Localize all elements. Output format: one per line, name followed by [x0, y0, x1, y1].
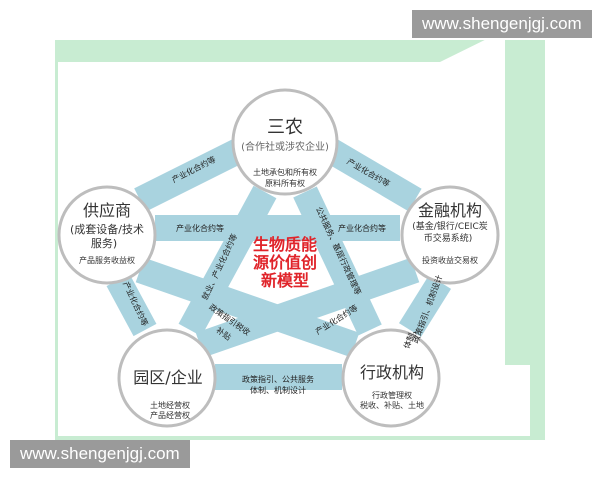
sannong-rights-2: 原料所有权 — [265, 178, 305, 188]
finance-title: 金融机构 — [418, 201, 482, 220]
label-supplier-finance-right: 产业化合约等 — [338, 223, 386, 233]
node-sannong — [231, 88, 339, 196]
center-title-3: 新模型 — [261, 271, 309, 290]
supplier-subtitle-1: (成套设备/技术 — [70, 222, 144, 236]
park-rights-2: 产品经营权 — [150, 410, 190, 420]
node-park — [117, 328, 217, 428]
supplier-subtitle-2: 服务) — [91, 237, 117, 250]
finance-rights: 投资收益交易权 — [422, 255, 478, 265]
supplier-title: 供应商 — [83, 201, 131, 220]
government-rights-2: 税收、补贴、土地 — [360, 400, 424, 410]
node-supplier — [57, 185, 157, 285]
arrow-finance-gov — [398, 275, 452, 337]
arrow-gov-supplier — [135, 257, 360, 358]
sannong-title: 三农 — [267, 117, 303, 138]
center-title-2: 源价值创 — [253, 253, 317, 272]
watermark-bottom: www.shengenjgj.com — [10, 440, 190, 468]
nodes — [57, 88, 500, 428]
park-title: 园区/企业 — [133, 368, 202, 387]
finance-subtitle-1: (基金/银行/CEIC炭 — [412, 220, 488, 232]
label-park-gov-1: 政策指引、公共服务 — [242, 374, 314, 384]
arrow-sannong-gov — [293, 186, 382, 336]
government-title: 行政机构 — [360, 363, 424, 382]
arrows — [106, 138, 452, 390]
arrow-sannong-supplier — [134, 138, 246, 212]
government-rights-1: 行政管理权 — [372, 390, 412, 400]
arrow-supplier-park — [106, 273, 157, 337]
sannong-rights-1: 土地承包和所有权 — [253, 167, 317, 177]
label-park-gov-2: 体制、机制设计 — [250, 385, 306, 395]
node-finance — [400, 185, 500, 285]
park-rights-1: 土地经营权 — [150, 400, 190, 410]
watermark-top: www.shengenjgj.com — [412, 10, 592, 38]
supplier-rights: 产品服务收益权 — [79, 255, 135, 265]
arrow-sannong-park — [178, 185, 277, 337]
arrow-park-finance — [195, 257, 420, 358]
label-supplier-finance-left: 产业化合约等 — [176, 223, 224, 233]
node-government — [341, 328, 441, 428]
sannong-subtitle: (合作社或涉农企业) — [241, 140, 329, 153]
center-title-1: 生物质能 — [253, 235, 317, 254]
arrow-sannong-finance — [323, 138, 422, 212]
finance-subtitle-2: 币交易系统) — [424, 232, 473, 244]
